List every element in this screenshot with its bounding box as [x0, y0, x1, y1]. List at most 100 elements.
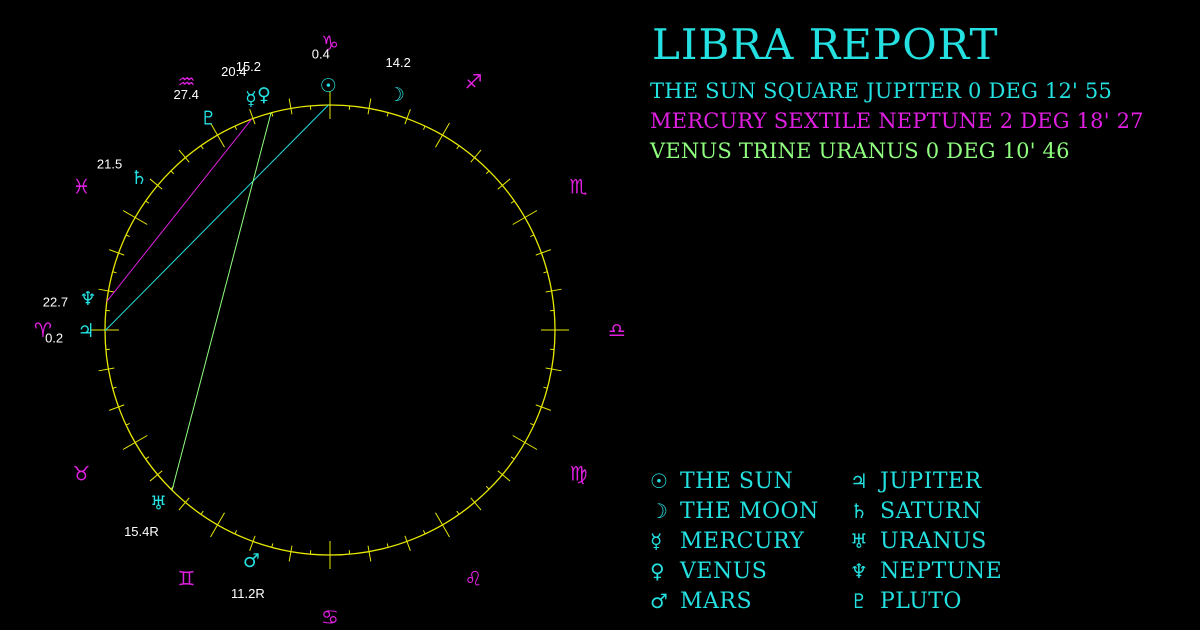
taurus-sign-icon: ♉: [72, 462, 90, 486]
mercury-icon: ☿: [245, 88, 257, 110]
neptune-icon: ♆: [850, 559, 868, 583]
pluto-degree-label: 27.4: [174, 87, 199, 102]
aspect-mercury-sextile-neptune: MERCURY SEXTILE NEPTUNE 2 DEG 18' 27: [650, 109, 1144, 133]
legend-label: MARS: [680, 588, 753, 614]
wheel-tick: [200, 145, 204, 150]
wheel-tick: [543, 271, 548, 274]
uranus-icon: ♅: [850, 529, 868, 553]
wheel-tick: [512, 435, 538, 450]
scorpio-sign-icon: ♏: [570, 175, 588, 199]
venus-icon: ♀: [650, 559, 665, 583]
leo-sign-icon: ♌: [465, 567, 483, 591]
wheel-tick: [510, 200, 515, 204]
wheel-tick: [422, 530, 426, 535]
wheel-tick: [386, 543, 389, 548]
wheel-tick: [210, 122, 225, 148]
wheel-tick: [535, 404, 551, 411]
legend-item-pluto: ♇ PLUTO: [850, 586, 962, 616]
wheel-tick: [249, 535, 256, 551]
libra-sign-icon: ♎: [608, 318, 626, 342]
wheel-tick: [178, 497, 190, 511]
report-title: LIBRA REPORT: [652, 20, 999, 69]
wheel-tick: [497, 470, 511, 482]
wheel-tick: [485, 170, 490, 175]
uranus-degree-label: 15.4R: [124, 524, 159, 539]
pluto-icon: ♇: [850, 589, 868, 613]
aspect-line-sun-jupiter: [104, 104, 329, 332]
wheel-tick: [112, 271, 117, 274]
pluto-icon: ♇: [200, 107, 217, 129]
uranus-icon: ♅: [150, 493, 167, 515]
mars-icon: ♂: [243, 550, 260, 572]
wheel-tick: [109, 249, 125, 256]
virgo-sign-icon: ♍: [570, 462, 588, 486]
wheel-tick: [249, 109, 256, 125]
wheel-tick: [404, 109, 411, 125]
jupiter-icon: ♃: [850, 469, 868, 493]
aspect-venus-trine-uranus: VENUS TRINE URANUS 0 DEG 10' 46: [650, 139, 1070, 163]
wheel-tick: [404, 535, 411, 551]
wheel-tick: [122, 435, 148, 450]
neptune-degree-label: 22.7: [43, 295, 68, 310]
wheel-tick: [210, 512, 225, 538]
wheel-tick: [367, 545, 372, 562]
jupiter-icon: ♃: [77, 320, 94, 342]
legend-item-jupiter: ♃ JUPITER: [850, 466, 982, 496]
capricorn-sign-icon: ♑: [321, 31, 339, 55]
legend-item-mercury: ☿ MERCURY: [650, 526, 804, 556]
legend-label: MERCURY: [680, 528, 805, 554]
wheel-tick: [545, 367, 562, 372]
wheel-tick: [485, 485, 490, 490]
legend-label: JUPITER: [880, 468, 982, 494]
wheel-tick: [497, 178, 511, 190]
legend-label: NEPTUNE: [880, 558, 1003, 584]
gemini-sign-icon: ♊: [178, 567, 196, 591]
wheel-tick: [98, 367, 115, 372]
sagittarius-sign-icon: ♐: [465, 69, 483, 93]
moon-icon: ☽: [650, 499, 668, 523]
mercury-icon: ☿: [650, 529, 663, 553]
mercury-degree-label: 20.4: [221, 64, 246, 79]
wheel-tick: [535, 249, 551, 256]
wheel-tick: [125, 234, 130, 238]
wheel-tick: [145, 200, 150, 204]
legend-item-saturn: ♄ SATURN: [850, 496, 982, 526]
wheel-tick: [122, 210, 148, 225]
legend-item-sun: ☉ THE SUN: [650, 466, 793, 496]
legend-label: SATURN: [880, 498, 982, 524]
wheel-tick: [456, 510, 460, 515]
venus-icon: ♀: [257, 84, 271, 106]
wheel-tick: [149, 470, 163, 482]
wheel-tick: [125, 422, 130, 426]
aspect-sun-square-jupiter: THE SUN SQUARE JUPITER 0 DEG 12' 55: [650, 79, 1113, 103]
wheel-tick: [109, 404, 125, 411]
wheel-tick: [145, 456, 150, 460]
wheel-tick: [530, 234, 535, 238]
pisces-sign-icon: ♓: [72, 175, 90, 199]
wheel-tick: [543, 386, 548, 389]
legend-item-moon: ☽ THE MOON: [650, 496, 819, 526]
sun-icon: ☉: [650, 469, 668, 493]
legend-item-venus: ♀ VENUS: [650, 556, 767, 586]
wheel-tick: [456, 145, 460, 150]
wheel-tick: [98, 288, 115, 293]
legend-label: VENUS: [680, 558, 768, 584]
legend-item-mars: ♂ MARS: [650, 586, 752, 616]
aquarius-sign-icon: ♒: [178, 69, 196, 93]
aspect-line-mercury-neptune: [106, 118, 252, 302]
aspect-line-venus-uranus: [171, 112, 272, 491]
wheel-tick: [470, 497, 482, 511]
moon-icon: ☽: [388, 84, 405, 106]
wheel-tick: [288, 98, 293, 115]
wheel-tick: [386, 112, 389, 117]
venus-degree-label: 15.2: [236, 59, 261, 74]
wheel-tick: [435, 512, 450, 538]
wheel-tick: [234, 530, 238, 535]
wheel-tick: [545, 288, 562, 293]
wheel-tick: [367, 98, 372, 115]
wheel-tick: [178, 149, 190, 163]
legend-label: THE MOON: [680, 498, 819, 524]
wheel-tick: [470, 149, 482, 163]
jupiter-degree-label: 0.2: [45, 331, 63, 346]
legend-item-uranus: ♅ URANUS: [850, 526, 987, 556]
